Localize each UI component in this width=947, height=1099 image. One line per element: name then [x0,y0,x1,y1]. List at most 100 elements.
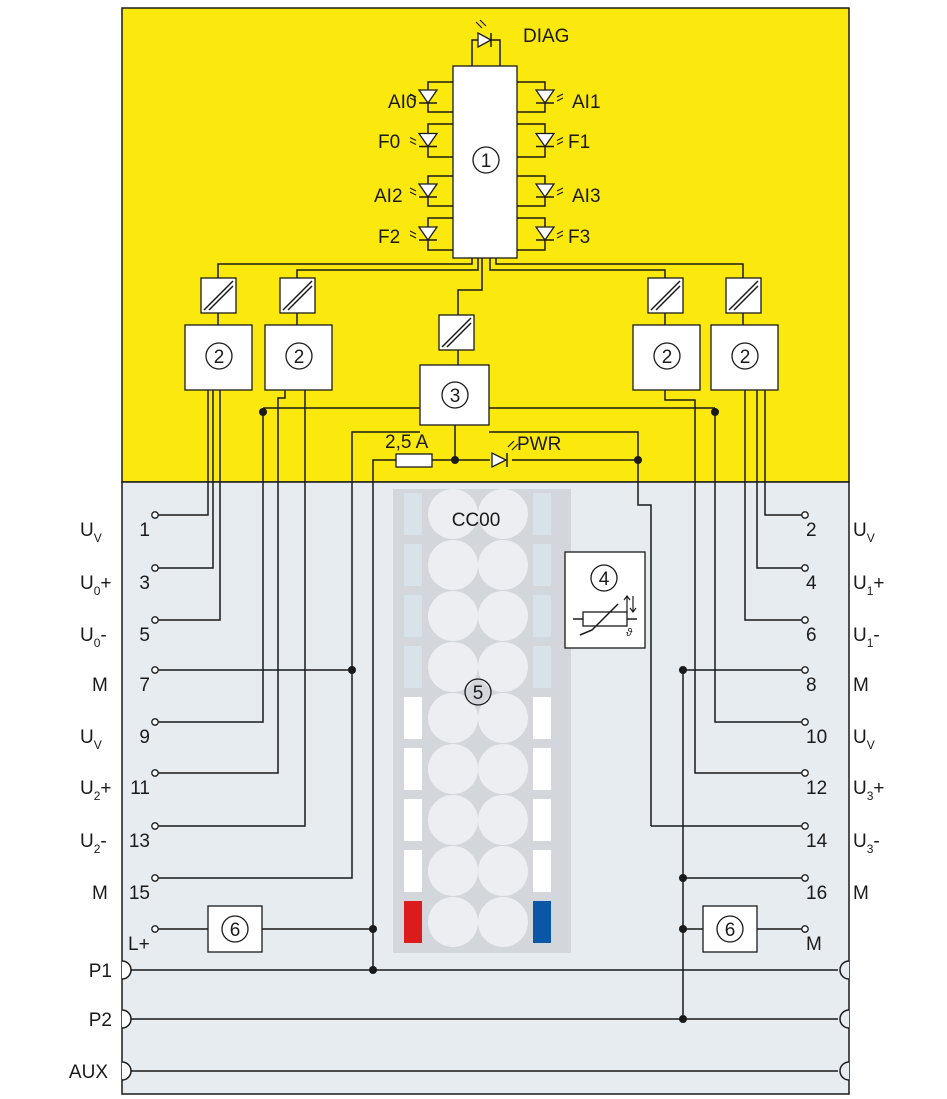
terminal-signal-6: U1- [853,625,880,650]
cover-hole [478,591,528,641]
callout-6-right-label: 6 [725,920,736,941]
terminal-signal-8: M [853,675,869,696]
left-channel-wiring [158,390,356,879]
terminal-number: 15 [129,883,150,904]
cover-hole [478,693,528,743]
terminal-left-3: 3U0+ [80,564,159,598]
terminal-left-11: 11 U2+ [80,769,159,803]
bus-label-aux: AUX [69,1062,108,1083]
cover-slot-right [533,646,551,688]
cover-slot-left [404,544,422,586]
callout-3-label: 3 [450,386,461,407]
terminal-number: 8 [806,675,817,696]
cover-hole [428,540,478,590]
isolation-icon [279,277,316,314]
terminal-signal-4: U1+ [853,573,885,598]
callout-4 [590,564,618,592]
channel-module-box: 2 [184,324,253,391]
cover-slot-left [404,697,422,739]
terminal-right-6: 6 U1- [801,616,880,650]
terminal-number: 9 [139,727,150,748]
terminal-number: 7 [139,675,150,696]
terminal-number: 13 [129,831,150,852]
status-led-icon [409,217,453,251]
cover-slot-left [404,748,422,790]
cover-hole [478,795,528,845]
callout-2-label: 2 [294,347,305,368]
status-led-icon [409,81,453,113]
terminal-signal-16: M [853,883,869,904]
cover-slot-right [533,544,551,586]
cover-slot-left [404,901,422,943]
diag-led-icon [471,19,501,66]
terminal-signal-2: UV [853,520,875,545]
cover-hole [428,642,478,692]
status-led-icon [517,123,564,158]
status-led-icon [409,175,453,207]
cover-slot-left [404,799,422,841]
cover-slot-right [533,595,551,637]
cover-slot-left [404,646,422,688]
led-label-f1: F1 [568,132,590,153]
channel-module-box: 2 [710,324,779,391]
terminal-signal-9: UV [80,727,102,752]
terminal-signal-12: U3+ [853,778,885,803]
terminal-signal-15: M [92,883,108,904]
cover-slot-right [533,748,551,790]
terminal-signal-10: UV [853,727,875,752]
callout-3 [441,381,469,409]
status-led-icon [517,81,564,113]
terminal-signal-11: U2+ [80,778,112,803]
fuse-icon [395,453,433,468]
cover-hole [428,489,478,539]
terminal-number: 5 [139,625,150,646]
cover-hole [478,897,528,947]
terminal-block-label: CC00 [452,510,501,531]
terminal-number: 6 [806,625,817,646]
callout-2-label: 2 [740,347,751,368]
callout-5 [464,678,492,706]
cover-slot-right [533,493,551,535]
callout-1-label: 1 [481,151,492,172]
supply-terminal-label-right: M [806,934,822,955]
terminal-left-15: 15 M [92,874,159,904]
led-label-ai1: AI1 [572,92,601,113]
isolation-icon [725,277,762,314]
callout-6-right [716,915,744,943]
callout-1 [472,146,500,174]
svg-text:ϑ: ϑ [626,627,633,639]
terminal-number: 4 [806,573,817,594]
callout-2-label: 2 [662,347,673,368]
led-label-f3: F3 [568,227,590,248]
terminal-number: 2 [806,520,817,541]
led-label-ai0: AI0 [388,92,417,113]
cover-slot-right [533,901,551,943]
led-label-ai3: AI3 [572,186,601,207]
terminal-number: 1 [139,520,150,541]
bus-label-p2: P2 [89,1010,112,1031]
callout-6-left-label: 6 [230,920,241,941]
led-label-pwr: PWR [517,434,561,455]
cover-hole [428,897,478,947]
terminal-number: 11 [130,778,150,799]
callout-4-label: 4 [599,569,610,590]
terminal-number: 12 [806,778,827,799]
cover-hole [478,540,528,590]
terminal-left-7: 7M [92,666,159,696]
cover-slot-right [533,799,551,841]
cover-hole [428,591,478,641]
led-label-f0: F0 [378,132,400,153]
callout-2-label: 2 [214,347,225,368]
cover-slot-right [533,850,551,892]
cover-slot-left [404,850,422,892]
terminal-signal-1: UV [80,520,102,545]
channel-module-box: 2 [632,324,701,391]
terminal-signal-13: U2- [80,831,107,856]
right-channel-wiring [651,390,802,1019]
led-label-f2: F2 [378,227,400,248]
cover-hole [428,693,478,743]
terminal-left-5: 5U0- [80,616,159,650]
bus-label-p1: P1 [89,961,112,982]
